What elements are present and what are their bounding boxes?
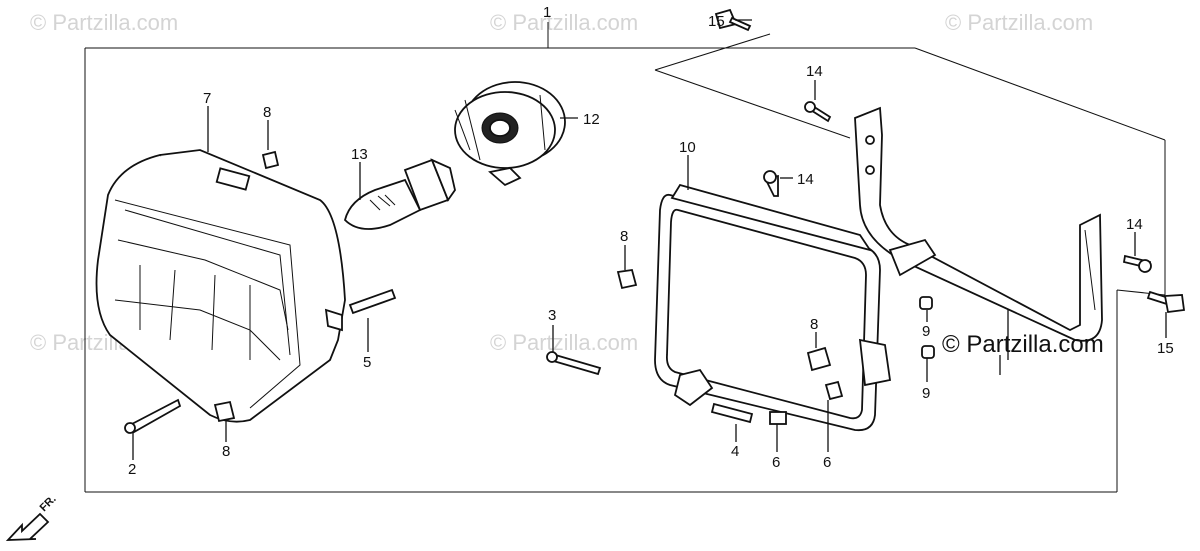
callout-8: 8 — [222, 443, 230, 460]
callout-15: 15 — [708, 13, 725, 30]
nut-8b — [213, 400, 236, 423]
front-direction-indicator: FR. — [5, 493, 59, 541]
clip-6b — [824, 380, 844, 401]
spring-5 — [348, 288, 397, 315]
callout-10: 10 — [679, 139, 696, 156]
callout-6: 6 — [772, 454, 780, 471]
callout-13: 13 — [351, 146, 368, 163]
callout-5: 5 — [363, 354, 371, 371]
leader-lines — [132, 19, 1167, 460]
callout-12: 12 — [583, 111, 600, 128]
callout-9: 9 — [922, 385, 930, 402]
nut-8d — [806, 346, 832, 372]
callout-8: 8 — [810, 316, 818, 333]
dust-cover-illustration — [454, 81, 566, 187]
callout-8: 8 — [620, 228, 628, 245]
callout-15: 15 — [1157, 340, 1174, 357]
screw-2 — [128, 398, 182, 434]
headlight-stay-illustration — [854, 106, 1103, 342]
grommet-9b — [921, 345, 935, 359]
bulb-illustration — [344, 158, 456, 230]
callout-labels: 1 2 3 4 5 6 6 7 8 8 8 8 9 9 10 12 13 14 … — [128, 4, 1174, 478]
callout-14: 14 — [806, 63, 823, 80]
watermark: © Partzilla.com — [490, 10, 638, 35]
watermark: © Partzilla.com — [490, 330, 638, 355]
callout-1: 1 — [543, 4, 551, 21]
callout-8: 8 — [263, 104, 271, 121]
headlight-rim-illustration — [654, 183, 892, 432]
callout-2: 2 — [128, 461, 136, 478]
callout-3: 3 — [548, 307, 556, 324]
grommet-9a — [919, 296, 933, 310]
clip-6a — [769, 411, 787, 425]
watermark: © Partzilla.com — [30, 10, 178, 35]
callout-9: 9 — [922, 323, 930, 340]
spring-4 — [710, 402, 754, 424]
callout-14: 14 — [797, 171, 814, 188]
headlight-unit-illustration — [95, 149, 346, 423]
callout-14: 14 — [1126, 216, 1143, 233]
nut-8a — [261, 150, 280, 170]
partzilla-watermark: © Partzilla.com — [942, 331, 1104, 358]
callout-6: 6 — [823, 454, 831, 471]
watermark: © Partzilla.com — [945, 10, 1093, 35]
nut-8c — [616, 268, 638, 290]
callout-4: 4 — [731, 443, 739, 460]
direction-label: FR. — [38, 493, 59, 514]
callout-7: 7 — [203, 90, 211, 107]
hardware-illustrations — [124, 8, 1186, 434]
arrow-icon — [5, 512, 50, 541]
